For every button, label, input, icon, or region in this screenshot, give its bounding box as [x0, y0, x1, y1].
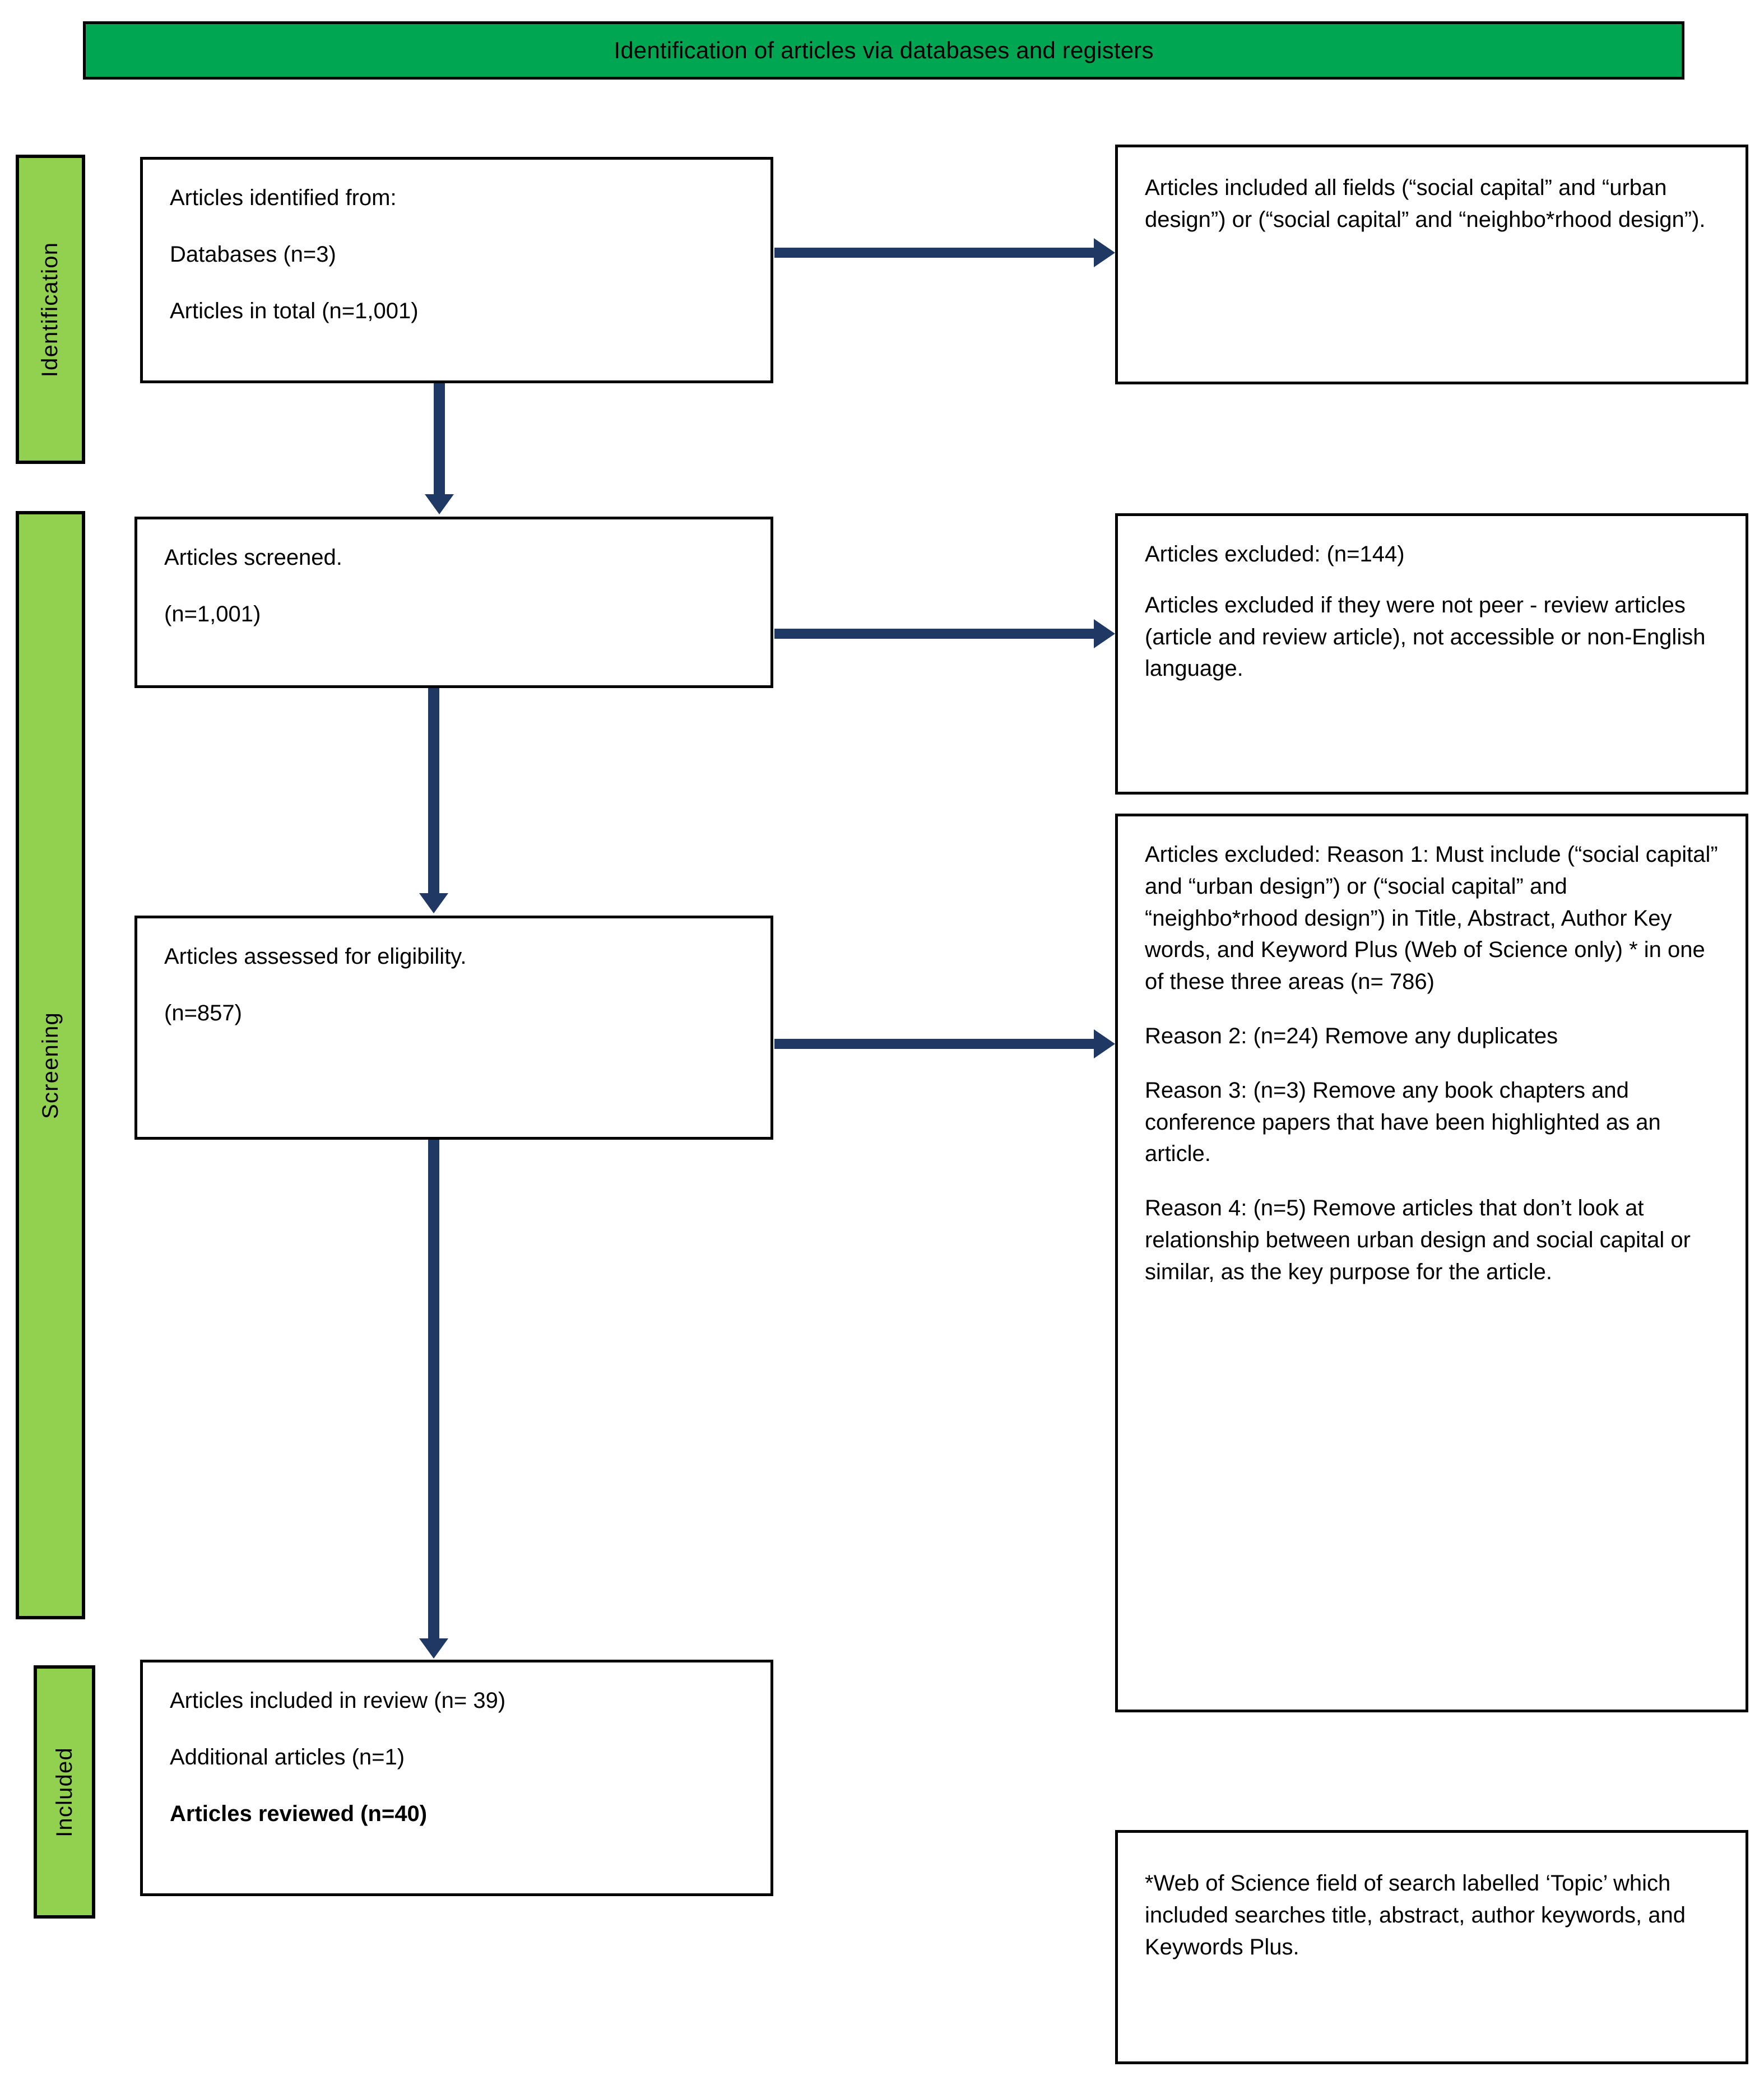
arrow-head-right-icon — [1094, 619, 1115, 648]
stage-label-included: Included — [34, 1665, 95, 1919]
arrow-shaft — [774, 629, 1095, 639]
exclusion-reason-3: Reason 3: (n=3) Remove any book chapters… — [1145, 1078, 1661, 1167]
arrow-head-down-icon — [425, 494, 454, 514]
box-articles-identified: Articles identified from: Databases (n=3… — [140, 157, 773, 383]
included-line-1: Articles included in review (n= 39) — [170, 1688, 506, 1713]
box-footnote-web-of-science: *Web of Science field of search labelled… — [1115, 1830, 1748, 2064]
stage-label-screening-text: Screening — [38, 1011, 63, 1119]
included-line-2: Additional articles (n=1) — [170, 1744, 405, 1770]
screened-line-1: Articles screened. — [164, 545, 342, 570]
box-search-fields: Articles included all fields (“social ca… — [1115, 145, 1748, 384]
excluded-144-count: Articles excluded: (n=144) — [1145, 542, 1405, 566]
arrow-head-right-icon — [1094, 1029, 1115, 1058]
excluded-144-reason: Articles excluded if they were not peer … — [1145, 592, 1706, 681]
arrow-shaft — [774, 248, 1095, 258]
exclusion-reason-1: Articles excluded: Reason 1: Must includ… — [1145, 842, 1718, 995]
stage-label-included-text: Included — [52, 1747, 77, 1837]
stage-label-screening: Screening — [16, 511, 85, 1619]
arrow-shaft — [774, 1039, 1095, 1049]
search-fields-text: Articles included all fields (“social ca… — [1145, 175, 1706, 232]
diagram-header-banner: Identification of articles via databases… — [83, 21, 1684, 80]
exclusion-reason-2: Reason 2: (n=24) Remove any duplicates — [1145, 1023, 1558, 1048]
included-line-3-total: Articles reviewed (n=40) — [170, 1801, 428, 1826]
identified-line-1: Articles identified from: — [170, 185, 397, 210]
box-articles-screened: Articles screened. (n=1,001) — [134, 517, 773, 688]
footnote-text: *Web of Science field of search labelled… — [1145, 1871, 1686, 1959]
arrow-head-down-icon — [419, 893, 448, 913]
stage-label-identification: Identification — [16, 155, 85, 464]
stage-label-identification-text: Identification — [38, 241, 63, 377]
box-articles-assessed-eligibility: Articles assessed for eligibility. (n=85… — [134, 916, 773, 1140]
identified-line-2: Databases (n=3) — [170, 241, 336, 267]
box-exclusion-reasons: Articles excluded: Reason 1: Must includ… — [1115, 814, 1748, 1712]
arrow-head-down-icon — [419, 1638, 448, 1659]
arrow-shaft — [428, 688, 439, 894]
exclusion-reason-4: Reason 4: (n=5) Remove articles that don… — [1145, 1196, 1691, 1284]
arrow-head-right-icon — [1094, 238, 1115, 267]
identified-line-3: Articles in total (n=1,001) — [170, 298, 419, 323]
page-title: Identification of articles via databases… — [614, 37, 1154, 63]
box-articles-included: Articles included in review (n= 39) Addi… — [140, 1660, 773, 1896]
eligibility-line-2: (n=857) — [164, 1000, 242, 1025]
arrow-shaft — [428, 1140, 439, 1640]
arrow-shaft — [434, 383, 445, 495]
box-articles-excluded-144: Articles excluded: (n=144) Articles excl… — [1115, 513, 1748, 795]
screened-line-2: (n=1,001) — [164, 601, 261, 626]
eligibility-line-1: Articles assessed for eligibility. — [164, 944, 467, 969]
